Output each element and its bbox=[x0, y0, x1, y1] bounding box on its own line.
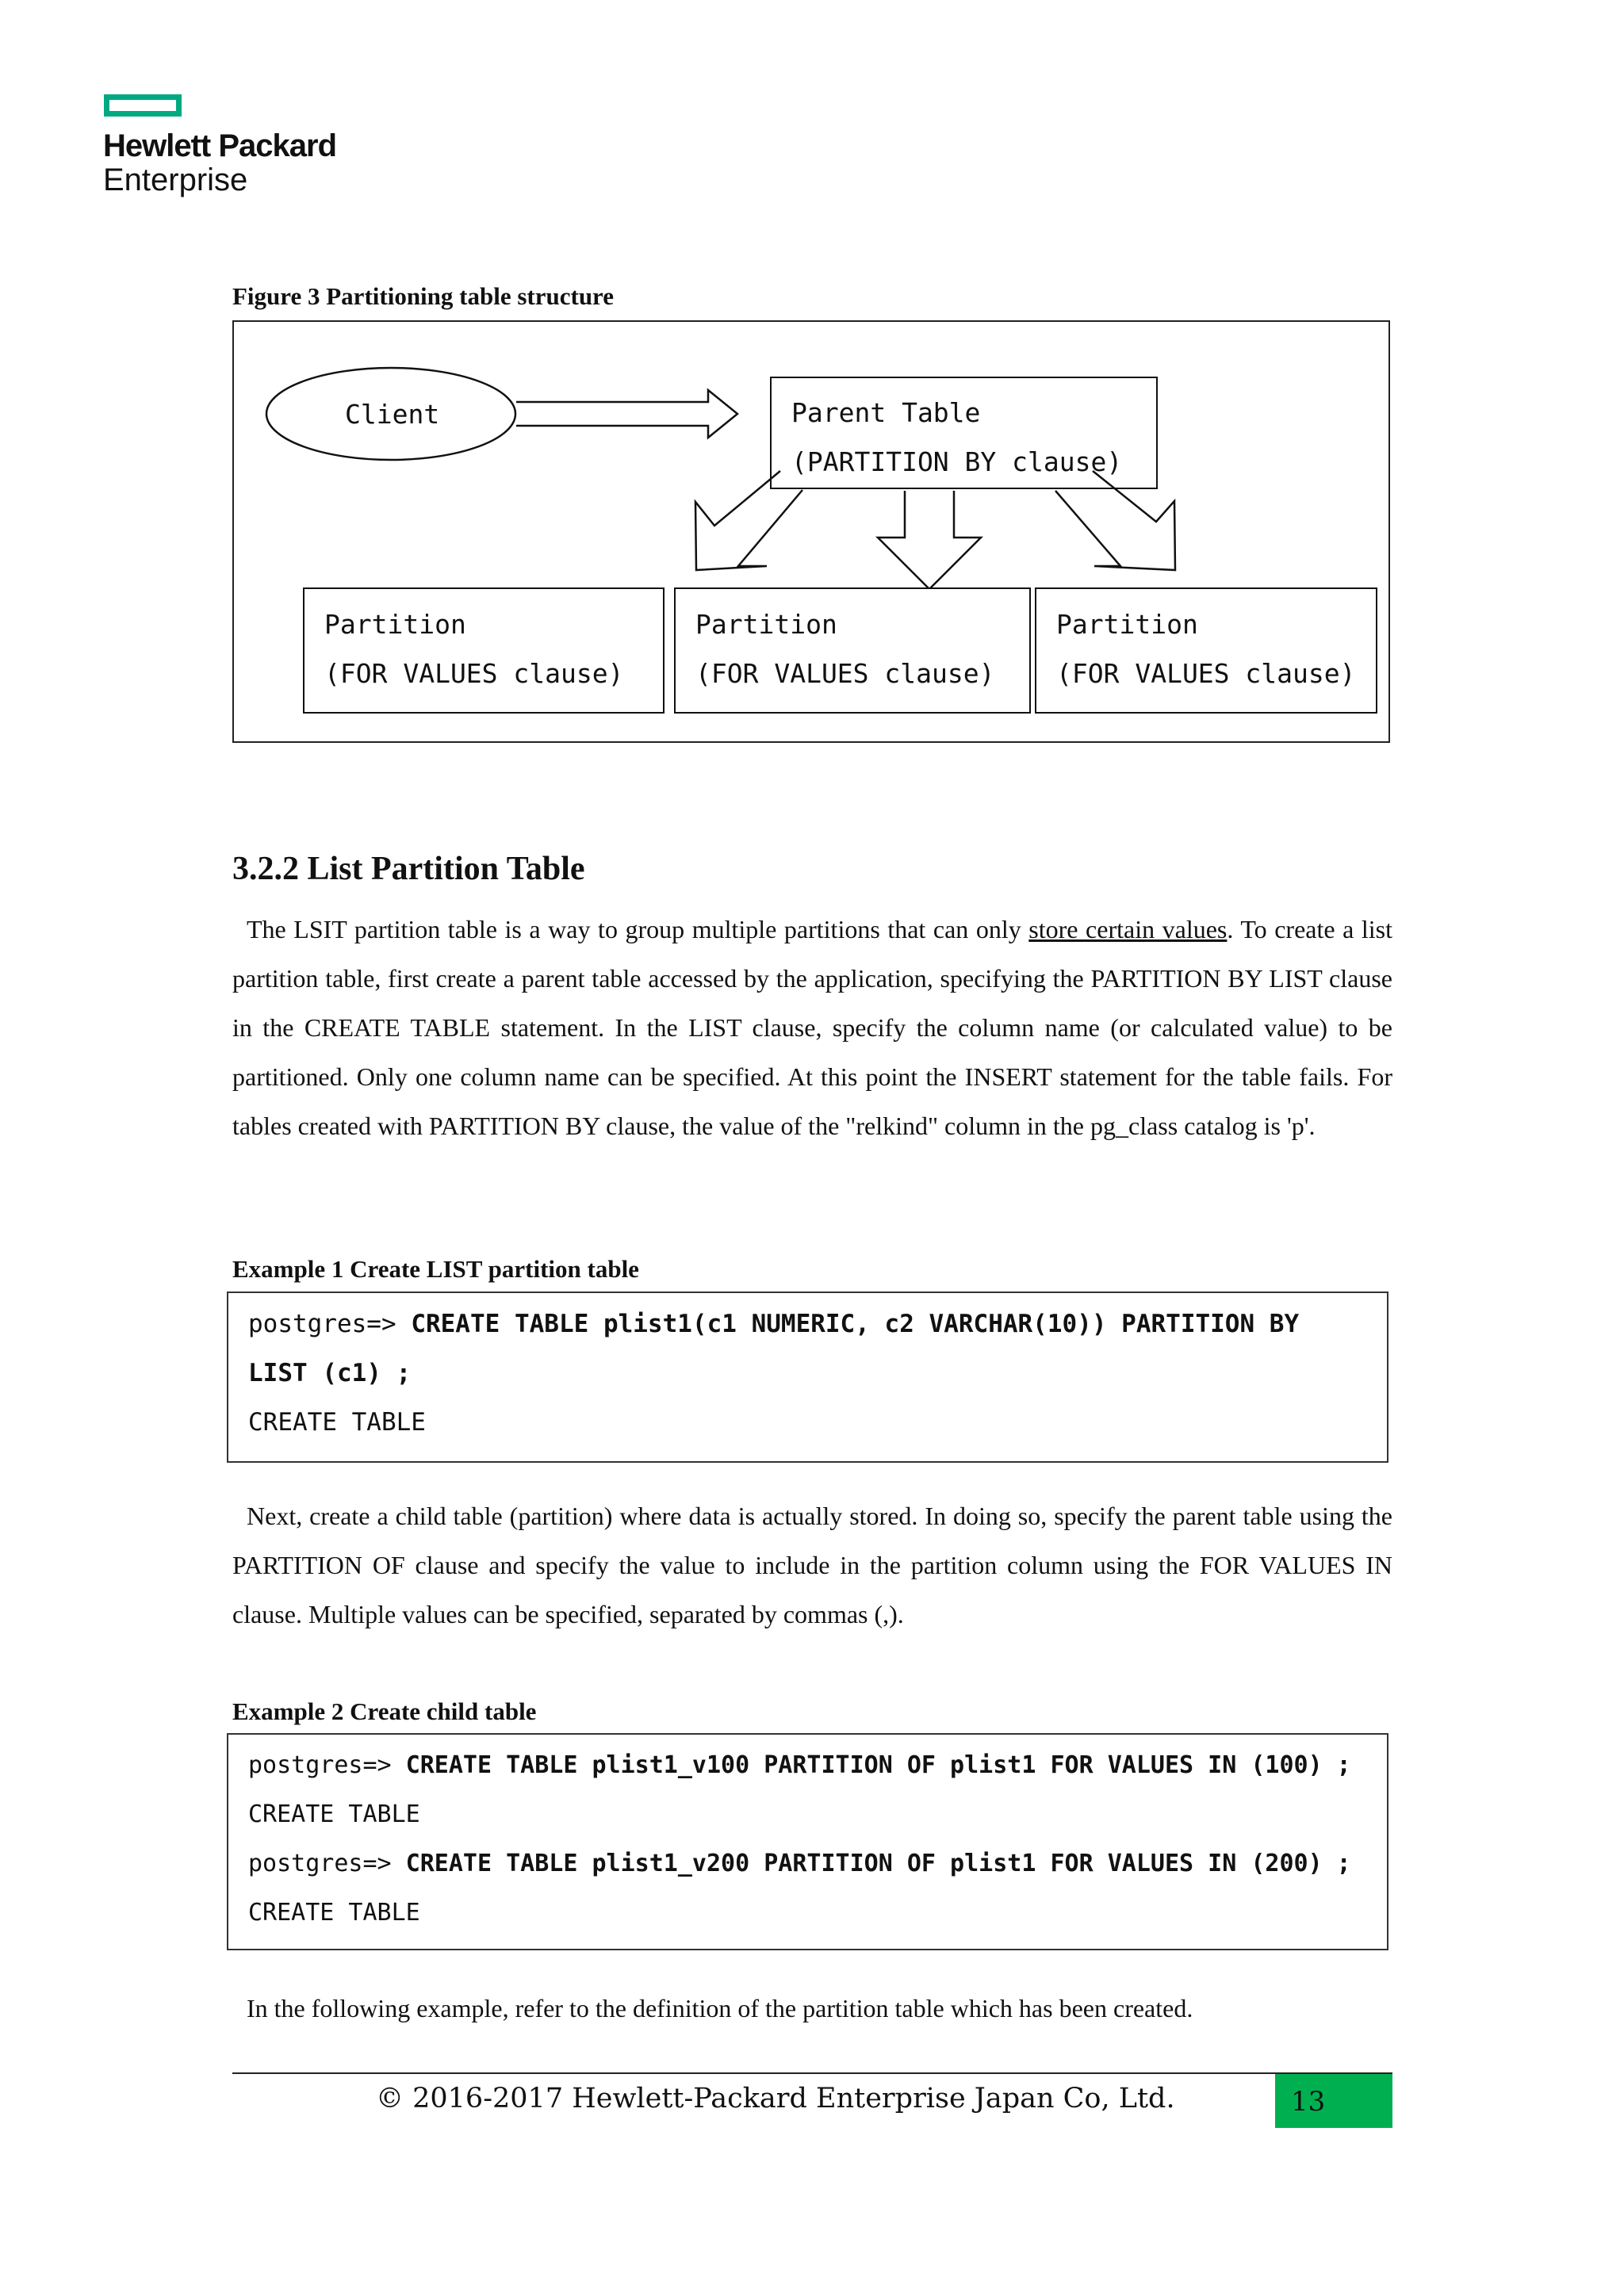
underlined-phrase: store certain values bbox=[1028, 915, 1228, 943]
section-heading: 3.2.2 List Partition Table bbox=[232, 851, 585, 887]
sql-command: CREATE TABLE plist1_v100 PARTITION OF pl… bbox=[405, 1751, 1351, 1779]
psql-prompt: postgres=> bbox=[248, 1850, 406, 1877]
figure-caption: Figure 3 Partitioning table structure bbox=[232, 282, 615, 310]
partition-3-line1: Partition bbox=[1056, 609, 1198, 640]
partition-2-line2: (FOR VALUES clause) bbox=[695, 658, 995, 689]
para1-text-end: . To create a list partition table, firs… bbox=[232, 915, 1393, 1140]
psql-prompt: postgres=> bbox=[248, 1310, 412, 1338]
code-block-example-1: postgres=> CREATE TABLE plist1(c1 NUMERI… bbox=[227, 1292, 1388, 1463]
partition-1-line2: (FOR VALUES clause) bbox=[324, 658, 624, 689]
page-number-badge bbox=[1275, 2074, 1392, 2128]
partition-node-2 bbox=[674, 587, 1031, 714]
example-1-caption: Example 1 Create LIST partition table bbox=[232, 1255, 639, 1283]
sql-command: CREATE TABLE plist1(c1 NUMERIC, c2 VARCH… bbox=[411, 1310, 1300, 1338]
partition-3-line2: (FOR VALUES clause) bbox=[1056, 658, 1356, 689]
client-label: Client bbox=[345, 399, 439, 430]
footer-divider bbox=[232, 2072, 1392, 2074]
example-2-caption: Example 2 Create child table bbox=[232, 1697, 537, 1725]
para2-text: Next, create a child table (partition) w… bbox=[232, 1502, 1392, 1628]
logo-wordmark-line1: Hewlett Packard bbox=[103, 128, 337, 163]
para3-text: In the following example, refer to the d… bbox=[247, 1994, 1193, 2022]
sql-command: CREATE TABLE plist1_v200 PARTITION OF pl… bbox=[405, 1850, 1351, 1877]
parent-line1: Parent Table bbox=[791, 397, 980, 428]
paragraph-list-partition-intro: The LSIT partition table is a way to gro… bbox=[232, 905, 1392, 1150]
parent-line2: (PARTITION BY clause) bbox=[791, 446, 1122, 477]
paragraph-child-table: Next, create a child table (partition) w… bbox=[232, 1491, 1392, 1639]
footer-copyright: © 2016-2017 Hewlett-Packard Enterprise J… bbox=[376, 2083, 1175, 2114]
hollow-arrow-right bbox=[1055, 470, 1177, 572]
code-block-example-2: postgres=> CREATE TABLE plist1_v100 PART… bbox=[227, 1733, 1388, 1950]
sql-output: CREATE TABLE bbox=[248, 1800, 420, 1828]
logo-wordmark-line2: Enterprise bbox=[103, 163, 248, 197]
psql-prompt: postgres=> bbox=[248, 1751, 406, 1779]
partition-node-1 bbox=[303, 587, 665, 714]
partition-2-line1: Partition bbox=[695, 609, 837, 640]
hollow-arrow-center bbox=[875, 491, 984, 591]
para1-text-start: The LSIT partition table is a way to gro… bbox=[247, 915, 1029, 943]
sql-output: CREATE TABLE bbox=[248, 1408, 426, 1437]
hollow-arrow-left bbox=[694, 470, 803, 572]
hpe-logo-mark-icon bbox=[104, 94, 182, 117]
sql-command-continued: LIST (c1) ; bbox=[248, 1359, 412, 1387]
partition-node-3 bbox=[1035, 587, 1377, 714]
client-node bbox=[265, 366, 517, 461]
partition-diagram: Client Parent Table (PARTITION BY clause… bbox=[265, 366, 1377, 714]
parent-table-node bbox=[770, 377, 1158, 489]
client-to-parent-arrow bbox=[516, 388, 739, 440]
sql-output: CREATE TABLE bbox=[248, 1899, 420, 1927]
page-number: 13 bbox=[1291, 2086, 1326, 2118]
paragraph-following-example: In the following example, refer to the d… bbox=[232, 1984, 1392, 2033]
figure-frame: Client Parent Table (PARTITION BY clause… bbox=[232, 320, 1390, 743]
partition-1-line1: Partition bbox=[324, 609, 466, 640]
